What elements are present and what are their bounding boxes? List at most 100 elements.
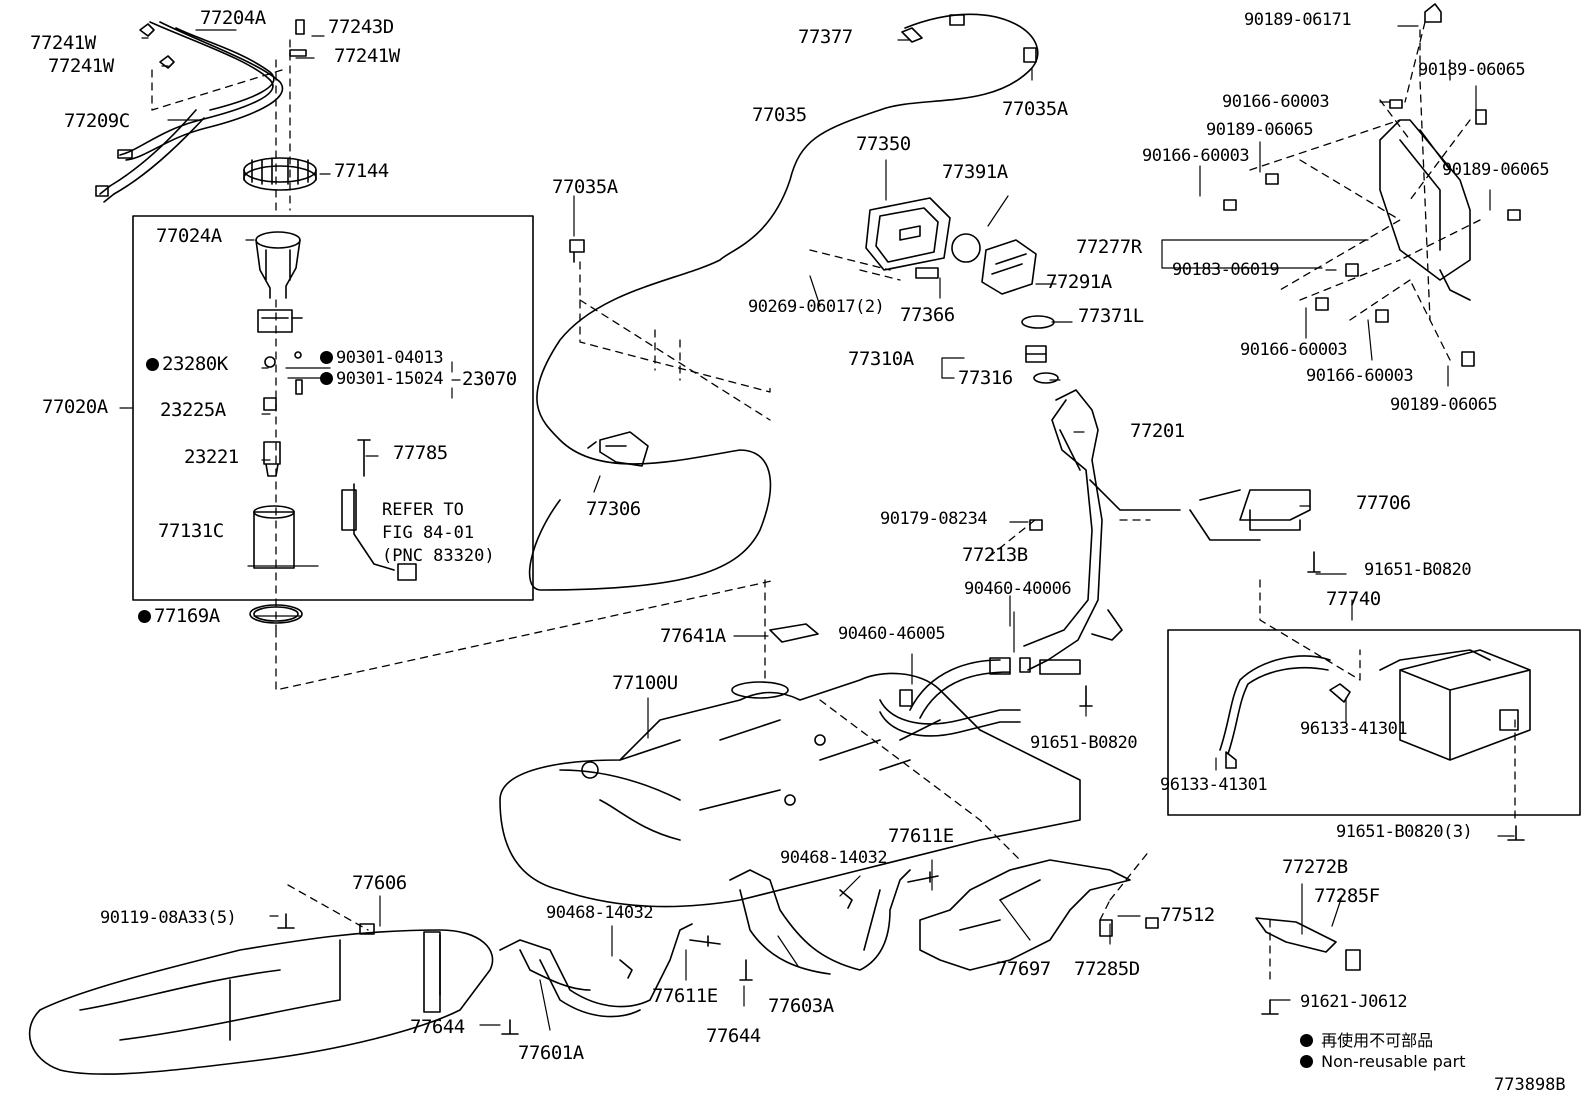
label-77204A: 77204A [200,7,266,29]
label-77144: 77144 [334,160,389,182]
label-77603A: 77603A [768,995,834,1017]
label-77100U: 77100U [612,672,678,694]
tank-bracket-drawing [919,859,1131,971]
label-77350: 77350 [856,133,911,155]
label-77272B: 77272B [1282,856,1348,878]
label-90189-06065-a: 90189-06065 [1418,60,1526,80]
canister-group-frame [1167,629,1581,816]
tank-protector-drawing [28,913,494,1075]
non-reusable-dot-icon [138,610,151,623]
canister-drawing [1219,649,1531,769]
refer-note-line2: FIG 84-01 [382,523,475,543]
label-77706: 77706 [1356,492,1411,514]
filler-pipe-drawing [1023,389,1181,671]
label-23070: 23070 [462,368,517,390]
label-77611E-b: 77611E [652,985,718,1007]
label-77035: 77035 [752,104,807,126]
fuel-pump-module-frame [132,215,534,601]
label-77366: 77366 [900,304,955,326]
fuel-door-cable-drawing [528,13,1039,591]
non-reusable-dot-icon [320,351,333,364]
label-90301-15024: 90301-15024 [320,369,444,389]
label-77213B: 77213B [962,544,1028,566]
label-23280K: 23280K [146,355,228,374]
breather-hose-drawing [909,657,1081,719]
label-91621-J0612: 91621-J0612 [1300,992,1408,1012]
label-90269-06017: 90269-06017(2) [748,297,885,317]
label-77740: 77740 [1326,588,1381,610]
label-77644-b: 77644 [706,1025,761,1047]
label-90119-08A33: 90119-08A33(5) [100,908,237,928]
label-77209C: 77209C [64,110,130,132]
label-90301-04013-text: 90301-04013 [336,348,444,368]
label-90189-06065-d: 90189-06065 [1390,395,1498,415]
label-77020A: 77020A [42,396,108,418]
label-90189-06065-c: 90189-06065 [1442,160,1550,180]
label-90166-60003-c: 90166-60003 [1240,340,1348,360]
label-91651-B0820-b: 91651-B0820 [1030,733,1138,753]
label-23225A: 23225A [160,399,226,421]
label-77291A: 77291A [1046,271,1112,293]
label-77241W-c: 77241W [334,45,400,67]
legend-ja: 再使用不可部品 [1300,1027,1433,1051]
label-77391A: 77391A [942,161,1008,183]
fuel-cap-drawing [951,233,1059,384]
label-23280K-text: 23280K [162,353,228,375]
label-77606: 77606 [352,872,407,894]
tank-strap-right-drawing [729,869,911,975]
label-91651-B0820-3: 91651-B0820(3) [1336,822,1473,842]
vent-valve-drawing [1189,489,1311,541]
label-77512: 77512 [1160,904,1215,926]
label-90179-08234: 90179-08234 [880,509,988,529]
non-reusable-dot-icon [146,358,159,371]
label-77371L: 77371L [1078,305,1144,327]
label-77310A: 77310A [848,348,914,370]
label-90166-60003-d: 90166-60003 [1306,366,1414,386]
label-77644-a: 77644 [410,1016,465,1038]
label-23221: 23221 [184,446,239,468]
label-96133-41301-b: 96133-41301 [1160,775,1268,795]
label-77306: 77306 [586,498,641,520]
label-77316: 77316 [958,367,1013,389]
tank-pad-drawing [769,623,819,643]
label-77641A: 77641A [660,625,726,647]
label-90189-06171: 90189-06171 [1244,10,1352,30]
label-77285D: 77285D [1074,958,1140,980]
bracket-77272B-drawing [1255,917,1361,971]
label-90301-15024-text: 90301-15024 [336,369,444,389]
label-77611E-a: 77611E [888,825,954,847]
non-reusable-dot-icon [320,372,333,385]
heat-shield-drawing [1379,119,1471,301]
label-77377: 77377 [798,26,853,48]
label-77201: 77201 [1130,420,1185,442]
refer-note-line1: REFER TO [382,500,464,520]
label-90166-60003-a: 90166-60003 [1222,92,1330,112]
label-77024A: 77024A [156,225,222,247]
label-77035A-top: 77035A [1002,98,1068,120]
label-90301-04013: 90301-04013 [320,348,444,368]
label-77241W-a: 77241W [30,32,96,54]
label-77285F: 77285F [1314,885,1380,907]
label-77241W-b: 77241W [48,55,114,77]
label-77243D: 77243D [328,16,394,38]
fuel-line-assembly-drawing [95,19,307,203]
fuel-tank-drawing [499,672,1081,908]
legend-en-text: Non-reusable part [1321,1052,1466,1071]
label-77601A: 77601A [518,1042,584,1064]
label-77277R: 77277R [1076,236,1142,258]
label-90189-06065-b: 90189-06065 [1206,120,1314,140]
label-90460-40006: 90460-40006 [964,579,1072,599]
label-90460-46005: 90460-46005 [838,624,946,644]
pump-bracket-drawing [255,231,303,333]
label-90183-06019: 90183-06019 [1172,260,1280,280]
label-96133-41301-a: 96133-41301 [1300,719,1408,739]
label-77697: 77697 [996,958,1051,980]
legend-en: Non-reusable part [1300,1052,1465,1071]
label-90166-60003-b: 90166-60003 [1142,146,1250,166]
figure-id: 773898B [1494,1075,1566,1095]
label-77169A-text: 77169A [154,605,220,627]
fuel-sender-ring-drawing [243,157,317,191]
label-77169A: 77169A [138,607,220,626]
